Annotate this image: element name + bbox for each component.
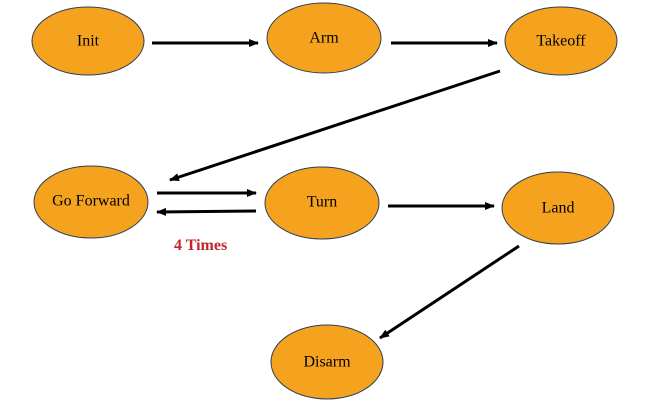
node-takeoff: Takeoff [504, 6, 618, 76]
edge-takeoff-to-go-forward [169, 69, 501, 182]
node-turn: Turn [264, 166, 380, 240]
node-land: Land [501, 171, 615, 245]
edge-land-to-disarm [379, 244, 520, 340]
node-land-label: Land [542, 200, 575, 217]
node-disarm-label: Disarm [303, 354, 351, 371]
node-arm: Arm [266, 2, 382, 74]
node-arm-label: Arm [309, 30, 339, 47]
node-takeoff-label: Takeoff [536, 33, 586, 50]
node-turn-label: Turn [307, 194, 338, 211]
loop-count-label: 4 Times [174, 237, 227, 254]
node-disarm: Disarm [270, 324, 384, 400]
node-go-forward: Go Forward [33, 165, 149, 239]
node-init-label: Init [77, 33, 100, 50]
node-init: Init [31, 6, 145, 76]
node-go-forward-label: Go Forward [52, 193, 130, 210]
edge-turn-to-go-forward [156, 207, 257, 216]
